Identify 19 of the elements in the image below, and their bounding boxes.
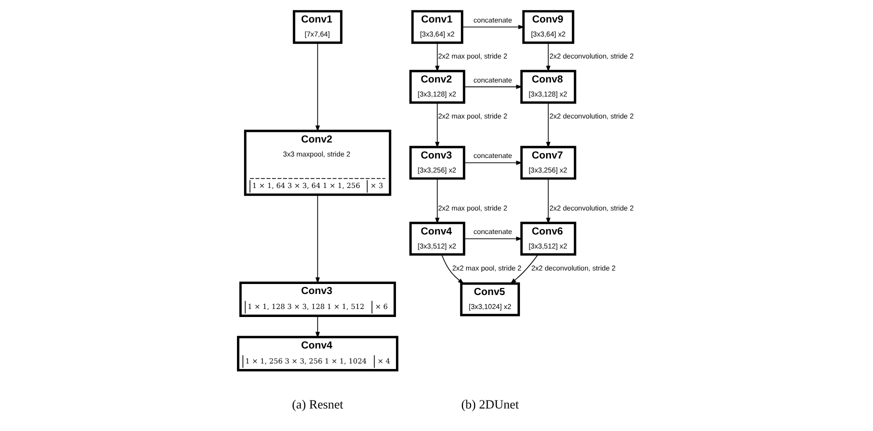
arrow [464, 84, 522, 90]
arrow [315, 194, 320, 284]
arrow [510, 254, 538, 284]
arrow [464, 160, 522, 165]
arrow [435, 178, 440, 224]
arrow [546, 102, 550, 148]
label: (b) 2DUnet [461, 398, 519, 412]
arrow [546, 42, 550, 72]
label: (a) Resnet [292, 398, 344, 412]
arrow [462, 24, 525, 30]
arrow [315, 42, 320, 132]
node-box: Conv4 1 × 1, 256 3 × 3, 256 1 × 1, 1024 × 4 [236, 336, 398, 372]
arrow [546, 178, 550, 224]
arrow [441, 254, 464, 284]
node-box: Conv3 1 × 1, 128 3 × 3, 128 1 × 1, 512 × 6 [239, 282, 396, 318]
arrow [435, 42, 440, 72]
arrow [464, 236, 522, 241]
arrow [435, 102, 440, 148]
arrow [315, 316, 320, 338]
